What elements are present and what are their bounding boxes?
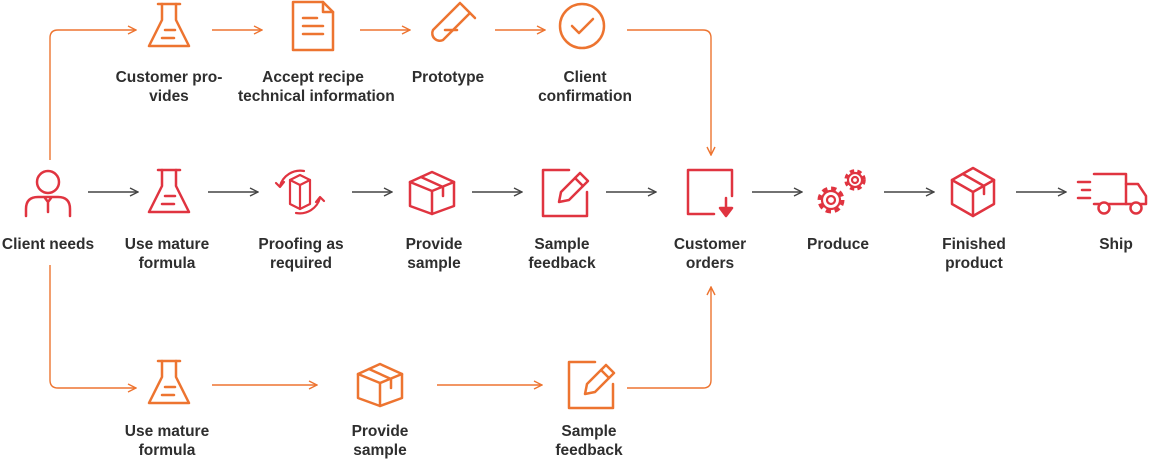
gears-icon [817, 169, 866, 214]
step-label-ship: Ship [1099, 236, 1133, 253]
top-to-orders-arrow [627, 29, 711, 155]
box-cycle-icon [274, 169, 326, 215]
step-label-proofing: Proofing as required [258, 236, 344, 272]
branch-to-top-arrow [49, 30, 136, 160]
package-icon [950, 166, 996, 218]
step-label-sample-feedback-bottom: Sample feedback [555, 423, 623, 459]
step-label-use-mature-formula: Use mature formula [124, 236, 210, 272]
connectors [49, 29, 1066, 389]
flask-icon [147, 2, 191, 48]
step-label-produce: Produce [806, 236, 869, 253]
box-icon [408, 170, 456, 216]
step-label-finished-product: Finished product [942, 236, 1006, 272]
step-label-client-confirmation: Client confirmation [538, 69, 632, 105]
step-label-prototype: Prototype [411, 69, 485, 86]
step-label-provide-sample-bottom: Provide sample [351, 423, 409, 459]
box-icon [356, 362, 404, 408]
document-icon [291, 0, 335, 52]
order-download-icon [686, 168, 734, 218]
flask-icon [147, 359, 191, 405]
test-tube-icon [431, 1, 477, 42]
bottom-to-orders-arrow [627, 287, 711, 389]
user-icon [24, 169, 72, 218]
step-label-use-mature-formula-bottom: Use mature formula [124, 423, 210, 459]
step-label-client-needs: Client needs [1, 236, 95, 253]
truck-icon [1076, 172, 1148, 215]
step-label-accept-recipe: Accept recipe technical information [238, 69, 395, 105]
edit-icon [567, 360, 616, 410]
edit-icon [541, 168, 590, 218]
step-label-provide-sample: Provide sample [405, 236, 463, 272]
step-label-customer-orders: Customer orders [673, 236, 747, 272]
step-label-customer-provides: Customer pro- vides [115, 69, 223, 105]
flask-icon [147, 168, 191, 214]
branch-to-bottom-arrow [49, 265, 136, 388]
check-circle-icon [558, 2, 606, 50]
step-label-sample-feedback: Sample feedback [528, 236, 596, 272]
